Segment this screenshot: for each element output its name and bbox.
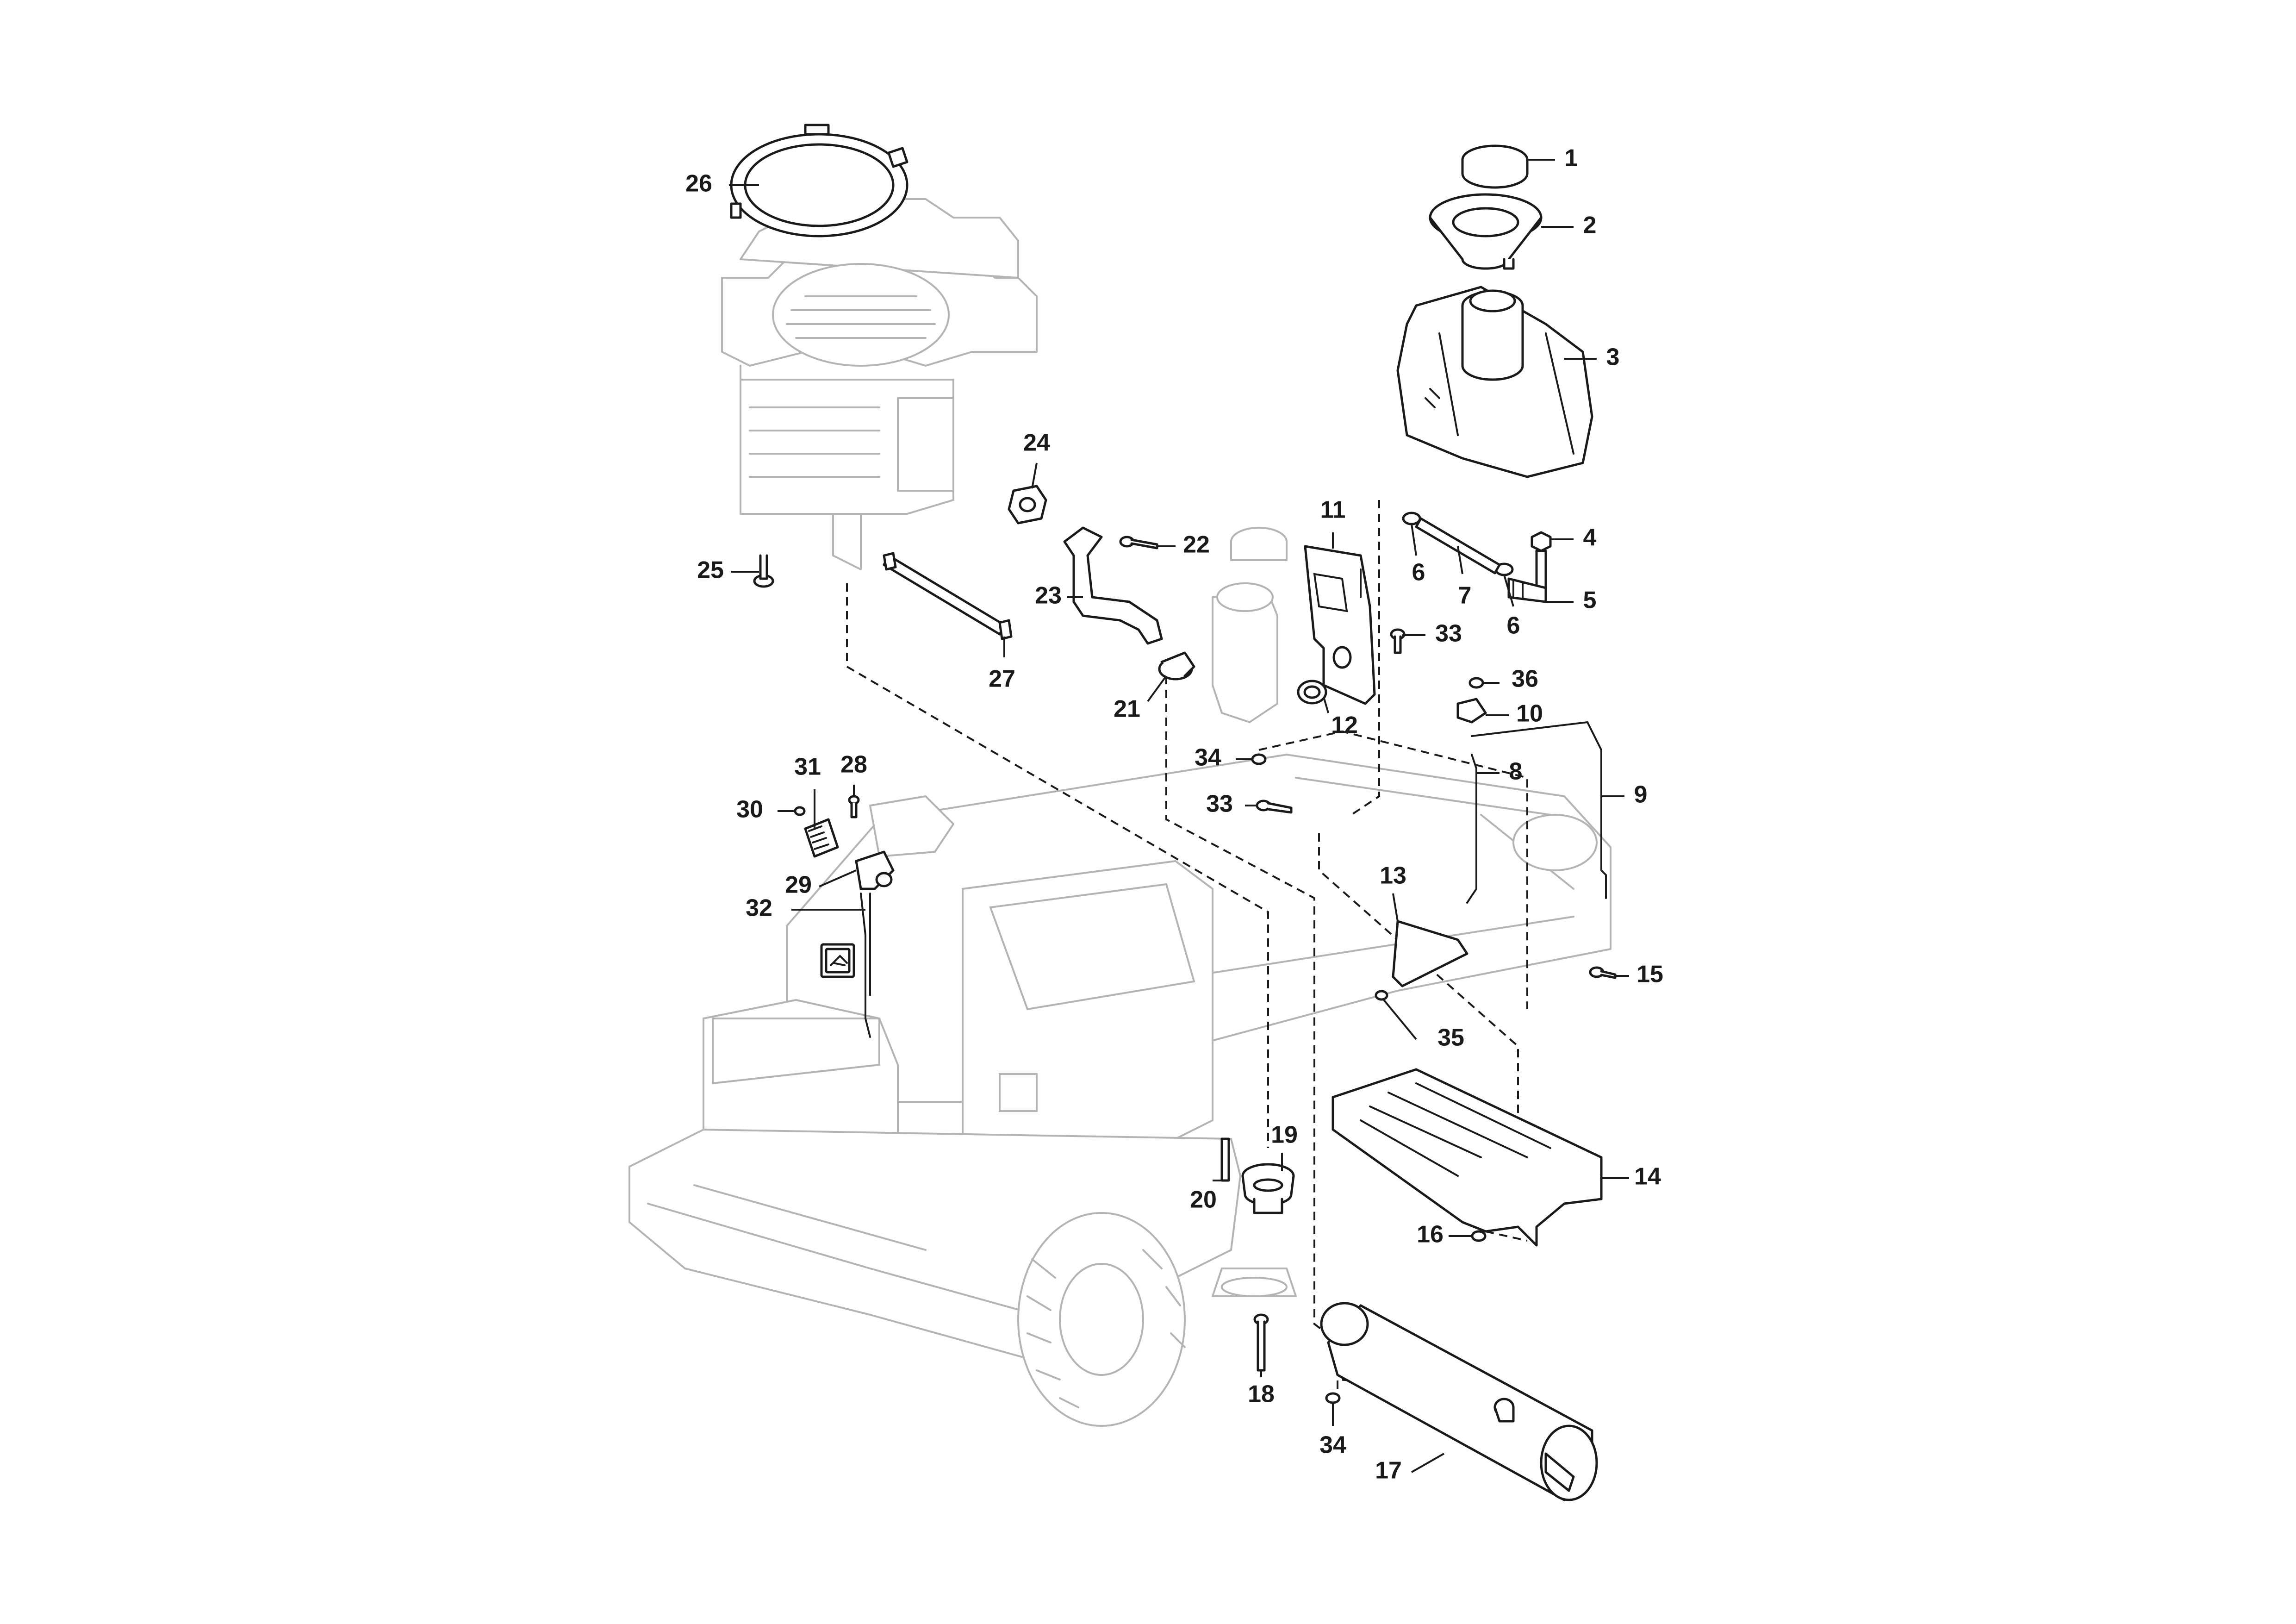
callout-6-lower: 6 (1507, 612, 1520, 639)
ghost-grille-lines (786, 295, 936, 339)
part-10-clip (1456, 698, 1487, 724)
part-29-lever-bracket (855, 850, 895, 996)
part-23-exhaust-pipe (1063, 526, 1163, 645)
part-5-elbow-fitting (1507, 550, 1547, 603)
part-33-screw-lower (1256, 800, 1293, 814)
dash-engine-to-pulley (846, 583, 1269, 1148)
ghost-steering-mount (869, 795, 954, 857)
part-7-fuel-hose (1415, 517, 1501, 575)
callout-25: 25 (697, 557, 724, 584)
callout-7: 7 (1458, 582, 1472, 609)
dash-frame-to-plate (1258, 730, 1528, 1009)
part-27-engine-ring (730, 124, 908, 237)
callout-33-upper: 33 (1435, 620, 1462, 647)
callout-22: 22 (1183, 531, 1210, 558)
ghost-frame-hole (1512, 814, 1598, 871)
part-2-filler-funnel (1429, 193, 1543, 270)
callout-34-lower: 34 (1319, 1432, 1346, 1459)
callout-19: 19 (1271, 1122, 1298, 1149)
part-21-clamp (1158, 651, 1195, 681)
part-11-bracket (1304, 545, 1376, 705)
callout-17: 17 (1375, 1457, 1402, 1484)
ghost-engine-fins (749, 406, 880, 478)
callout-14: 14 (1634, 1163, 1661, 1190)
part-33-screw-upper (1390, 628, 1406, 654)
ghost-pulley-top (1221, 1277, 1288, 1297)
part-9-control-rod (1471, 721, 1607, 899)
callouts: 26 1 2 3 4 5 6 6 7 8 9 10 11 12 13 14 15 (685, 145, 1663, 1484)
dash-nut (1485, 1230, 1528, 1242)
ghost-seat-top (712, 1018, 880, 1084)
ghost-bin-slot (999, 1073, 1038, 1112)
callout-31: 31 (794, 754, 821, 781)
part-32-cable (860, 893, 871, 1038)
ghost-wheel-hub (1059, 1263, 1144, 1376)
part-34-nut-lower (1325, 1392, 1341, 1404)
callout-3: 3 (1606, 344, 1620, 371)
part-18-bolt (1253, 1313, 1269, 1372)
ghost-engine-side (897, 397, 954, 492)
callout-28: 28 (840, 751, 867, 778)
callout-15: 15 (1636, 961, 1663, 988)
ghost-engine-grille (772, 263, 950, 367)
callout-27: 26 (685, 170, 712, 197)
callout-4: 4 (1583, 525, 1597, 551)
part-20-key (1220, 1137, 1230, 1182)
callout-26: 27 (989, 666, 1015, 693)
part-24-gasket (1008, 485, 1047, 525)
callout-5: 5 (1583, 587, 1597, 614)
callout-6-upper: 6 (1412, 559, 1425, 586)
part-3-fuel-tank (1396, 286, 1593, 478)
ghost-small-cap-side (1230, 541, 1288, 561)
part-12-grommet (1297, 680, 1327, 705)
part-25-screw (753, 554, 774, 588)
callout-13: 13 (1380, 862, 1406, 889)
callout-34-upper: 34 (1195, 744, 1221, 771)
decal-label-icon (820, 943, 855, 978)
callout-29: 29 (785, 872, 812, 899)
part-1-fuel-cap (1461, 144, 1529, 189)
callout-16: 16 (1417, 1221, 1444, 1248)
part-26-rod (883, 552, 1013, 640)
part-28-screw (848, 795, 860, 818)
ghost-chassis-lines (647, 1184, 1038, 1316)
callout-2: 2 (1583, 212, 1597, 239)
callout-24: 24 (1023, 430, 1050, 456)
ghost-engine-shaft (832, 513, 862, 570)
callout-32: 32 (746, 895, 772, 922)
callout-21: 21 (1114, 696, 1140, 723)
ghost-fuel-bottle-cap (1216, 582, 1274, 612)
callout-8: 8 (1509, 758, 1523, 785)
part-16-nut (1471, 1230, 1487, 1242)
part-34-nut-upper (1251, 753, 1267, 765)
ghost-bin-opening (989, 883, 1195, 1011)
part-17-muffler (1320, 1302, 1598, 1501)
dash-fuel-line (1350, 500, 1380, 816)
callout-20: 20 (1190, 1187, 1217, 1213)
part-14-heat-shield (1332, 1068, 1603, 1247)
part-13-shield (1392, 920, 1468, 987)
callout-35: 35 (1437, 1024, 1464, 1051)
callout-12: 12 (1331, 712, 1358, 739)
part-4-nut (1531, 531, 1552, 552)
callout-36: 36 (1512, 666, 1538, 693)
callout-1: 1 (1565, 145, 1578, 172)
part-31-spring (804, 818, 839, 858)
part-15-screw (1589, 966, 1617, 979)
callout-30: 30 (736, 796, 763, 823)
callout-11: 11 (1320, 497, 1346, 524)
part-22-screw (1119, 536, 1158, 550)
callout-33-lower: 33 (1206, 791, 1233, 818)
part-30-screw (794, 806, 806, 816)
part-19-pulley (1241, 1163, 1295, 1214)
part-36-nut (1468, 677, 1484, 689)
callout-9: 9 (1634, 781, 1648, 808)
part-35-screw (1375, 990, 1388, 1001)
callout-23: 23 (1035, 582, 1062, 609)
callout-18: 18 (1248, 1381, 1275, 1408)
ghost-wheel-tread (1027, 1249, 1186, 1408)
callout-10: 10 (1516, 700, 1543, 727)
part-8-rod (1466, 754, 1477, 904)
